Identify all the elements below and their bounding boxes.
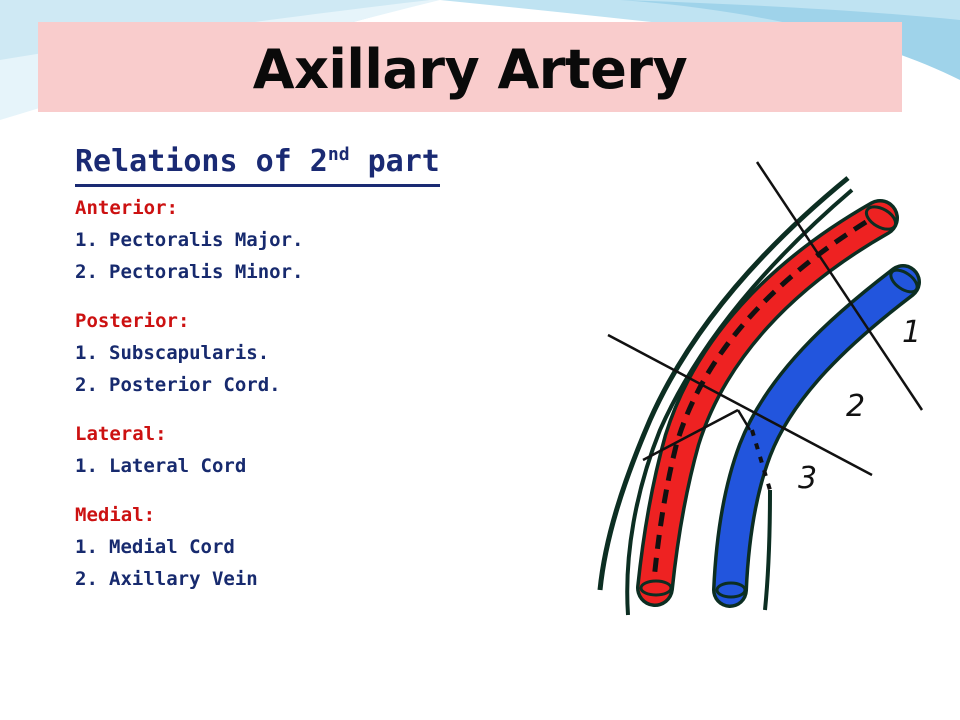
division-line-1 — [755, 161, 924, 411]
axillary-artery-diagram: 1 2 3 — [597, 161, 924, 616]
part-label-3: 3 — [798, 461, 817, 496]
part-label-2: 2 — [846, 389, 865, 424]
relation-list: 1. Subscapularis. 2. Posterior Cord. — [75, 337, 555, 401]
title-bar: Axillary Artery — [38, 22, 902, 112]
relation-list: 1. Medial Cord 2. Axillary Vein — [75, 531, 555, 595]
item-text: Medial Cord — [109, 536, 235, 558]
list-item: 1. Lateral Cord — [75, 450, 555, 482]
relations-content: Relations of 2nd part Anterior: 1. Pector… — [75, 140, 555, 595]
relation-heading: Posterior: — [75, 310, 190, 332]
sheath-outer-line — [597, 176, 850, 591]
relation-list: 1. Pectoralis Major. 2. Pectoralis Minor. — [75, 224, 555, 288]
list-item: 1. Pectoralis Major. — [75, 224, 555, 256]
artery-tube — [639, 202, 896, 604]
vein-end-top — [889, 268, 919, 294]
artery-end-bottom — [639, 579, 673, 597]
top-right-swoosh-light — [620, 0, 960, 80]
pointer-line-a — [642, 408, 739, 462]
item-number: 1. — [75, 342, 98, 364]
pointer-line-b — [736, 409, 752, 431]
relation-heading: Medial: — [75, 504, 156, 526]
part-label-1: 1 — [902, 315, 921, 350]
relation-heading: Lateral: — [75, 423, 167, 445]
subtitle-end: part — [349, 144, 440, 179]
item-number: 2. — [75, 568, 98, 590]
item-text: Pectoralis Minor. — [109, 261, 304, 283]
sheath-right-line — [763, 489, 772, 611]
section-subtitle: Relations of 2nd part — [75, 140, 440, 187]
list-item: 2. Posterior Cord. — [75, 369, 555, 401]
item-number: 2. — [75, 374, 98, 396]
list-item: 1. Medial Cord — [75, 531, 555, 563]
item-text: Posterior Cord. — [109, 374, 281, 396]
relation-group-medial: Medial: 1. Medial Cord 2. Axillary Vein — [75, 500, 555, 595]
item-text: Subscapularis. — [109, 342, 270, 364]
subtitle-main: Relations of 2 — [75, 144, 328, 179]
list-item: 1. Subscapularis. — [75, 337, 555, 369]
item-number: 1. — [75, 536, 98, 558]
list-item: 2. Pectoralis Minor. — [75, 256, 555, 288]
subtitle-superscript: nd — [327, 144, 350, 165]
artery-end-top — [864, 205, 898, 231]
item-text: Axillary Vein — [109, 568, 258, 590]
item-text: Pectoralis Major. — [109, 229, 304, 251]
sheath-outer-line-2 — [625, 188, 854, 616]
slide-title: Axillary Artery — [252, 38, 688, 101]
item-number: 1. — [75, 455, 98, 477]
relation-group-anterior: Anterior: 1. Pectoralis Major. 2. Pectoral… — [75, 193, 555, 288]
relation-heading: Anterior: — [75, 197, 178, 219]
list-item: 2. Axillary Vein — [75, 563, 555, 595]
relation-list: 1. Lateral Cord — [75, 450, 555, 482]
vein-end-bottom — [715, 581, 747, 599]
division-line-2 — [607, 333, 873, 477]
relation-group-posterior: Posterior: 1. Subscapularis. 2. Posterior … — [75, 306, 555, 401]
vein-tube — [715, 267, 918, 605]
vein-dashes — [750, 429, 772, 491]
item-number: 1. — [75, 229, 98, 251]
item-number: 2. — [75, 261, 98, 283]
relation-group-lateral: Lateral: 1. Lateral Cord — [75, 419, 555, 482]
item-text: Lateral Cord — [109, 455, 247, 477]
